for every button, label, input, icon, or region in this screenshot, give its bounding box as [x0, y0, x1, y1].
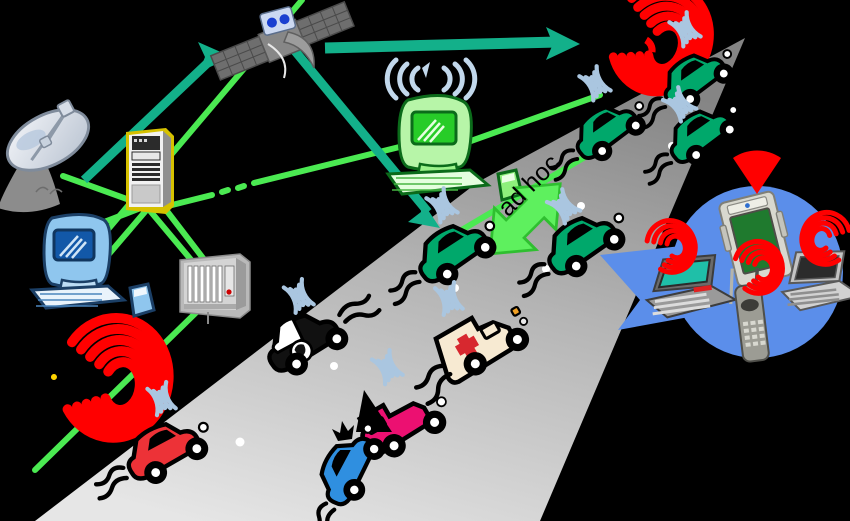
red-waves-laptop-left — [644, 218, 698, 275]
wireless-waves-police-car — [284, 279, 314, 313]
desktop-computer-blue — [29, 213, 156, 318]
wireless-waves-green-pc — [384, 57, 478, 101]
vehicle-green-car-5 — [517, 212, 626, 299]
laptop-left — [644, 254, 739, 319]
red-waves-lower-left — [50, 312, 174, 443]
vehicle-red-car — [93, 421, 209, 501]
vehicle-green-car-2 — [549, 101, 646, 182]
vehicle-blue-car — [311, 423, 386, 521]
wireless-waves-car-2 — [579, 66, 610, 100]
red-waves-top-right — [608, 0, 714, 97]
router-to-basestation-link — [32, 293, 216, 473]
red-waves-phone — [732, 239, 785, 296]
red-waves-pda — [733, 150, 781, 194]
vehicle-green-car-3 — [643, 105, 740, 186]
satellite-dish — [0, 99, 91, 213]
router-rack — [179, 253, 251, 324]
red-waves-laptop-right — [799, 210, 850, 267]
satellite — [209, 0, 355, 81]
desktop-computer-green — [385, 94, 524, 202]
server-tower — [126, 128, 174, 214]
satellite-to-basestation-arrow — [324, 27, 580, 60]
vehicle-green-car-4 — [388, 220, 497, 307]
mobile-phone — [734, 267, 770, 363]
collision-marks — [332, 390, 392, 441]
vehicle-police-car — [267, 293, 382, 376]
vehicle-ambulance — [414, 305, 530, 406]
